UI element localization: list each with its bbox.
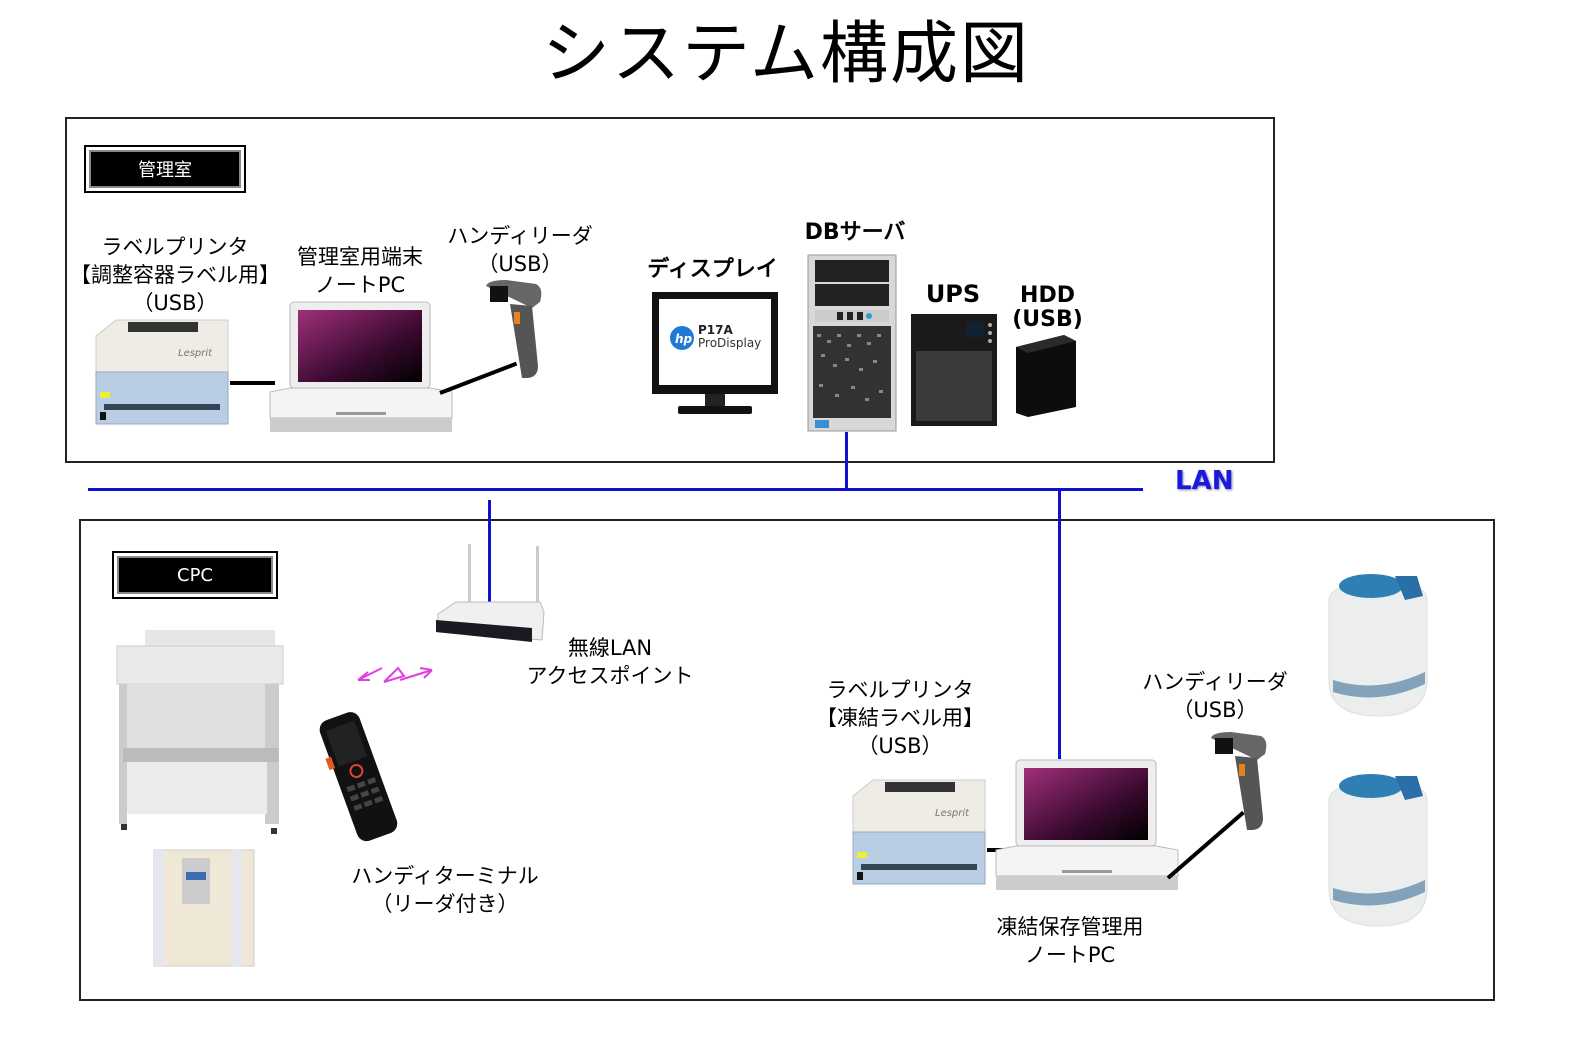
external-hdd-icon — [1012, 333, 1078, 419]
server-tower-icon — [807, 254, 897, 432]
lan-label: LAN — [1175, 466, 1234, 496]
lan-drop-db-server — [845, 432, 848, 489]
monitor-brand-text: ProDisplay — [698, 336, 761, 350]
monitor-model: P17A — [698, 323, 733, 337]
barcode-reader-icon — [1205, 730, 1275, 835]
cable-printer-to-laptop — [230, 381, 275, 385]
cpc-room-badge: CPC — [112, 551, 278, 599]
lan-backbone-line — [88, 488, 1143, 491]
cpc-room-box — [79, 519, 1495, 1001]
barcode-reader-icon — [480, 278, 550, 383]
management-room-badge: 管理室 — [84, 145, 246, 193]
handy-terminal-icon — [305, 708, 415, 843]
safety-cabinet-icon — [115, 628, 285, 838]
svg-text:Lesprit: Lesprit — [935, 808, 970, 819]
display-label: ディスプレイ — [647, 257, 778, 282]
admin-laptop-label: 管理室用端末 ノートPC — [297, 245, 423, 297]
monitor-brand-logo: hp — [675, 332, 693, 346]
incubator-icon — [152, 848, 256, 970]
wireless-access-point-label: 無線LAN アクセスポイント — [526, 636, 694, 688]
db-server-label: DBサーバ — [804, 220, 906, 245]
label-printer-adjust-label: ラベルプリンタ 【調整容器ラベル用】 （USB） — [70, 235, 280, 315]
label-printer-icon: Lesprit — [88, 316, 233, 431]
ups-icon — [910, 313, 998, 427]
label-printer-icon: Lesprit — [845, 776, 990, 891]
freeze-handy-reader-label: ハンディリーダ （USB） — [1142, 670, 1288, 722]
lan-drop-freeze-laptop-inner — [1058, 519, 1061, 759]
svg-text:Lesprit: Lesprit — [178, 348, 213, 359]
freeze-label-printer-label: ラベルプリンタ 【凍結ラベル用】 （USB） — [816, 678, 984, 758]
laptop-icon — [992, 758, 1184, 896]
laptop-icon — [266, 300, 458, 438]
freeze-laptop-label: 凍結保存管理用 ノートPC — [996, 915, 1144, 967]
handy-reader-label: ハンディリーダ （USB） — [447, 224, 593, 276]
liquid-nitrogen-tank-icon — [1325, 570, 1431, 720]
wireless-signal-icon — [354, 662, 438, 686]
wireless-access-point-icon — [432, 540, 550, 646]
lan-drop-access-point-inner — [488, 519, 491, 629]
monitor-icon: hp P17A ProDisplay — [650, 290, 780, 418]
diagram-title: システム構成図 — [542, 15, 1030, 94]
hdd-label: HDD (USB) — [1012, 283, 1083, 332]
handy-terminal-label: ハンディターミナル （リーダ付き） — [351, 864, 539, 916]
liquid-nitrogen-tank-icon — [1325, 770, 1431, 930]
ups-label: UPS — [925, 280, 981, 308]
